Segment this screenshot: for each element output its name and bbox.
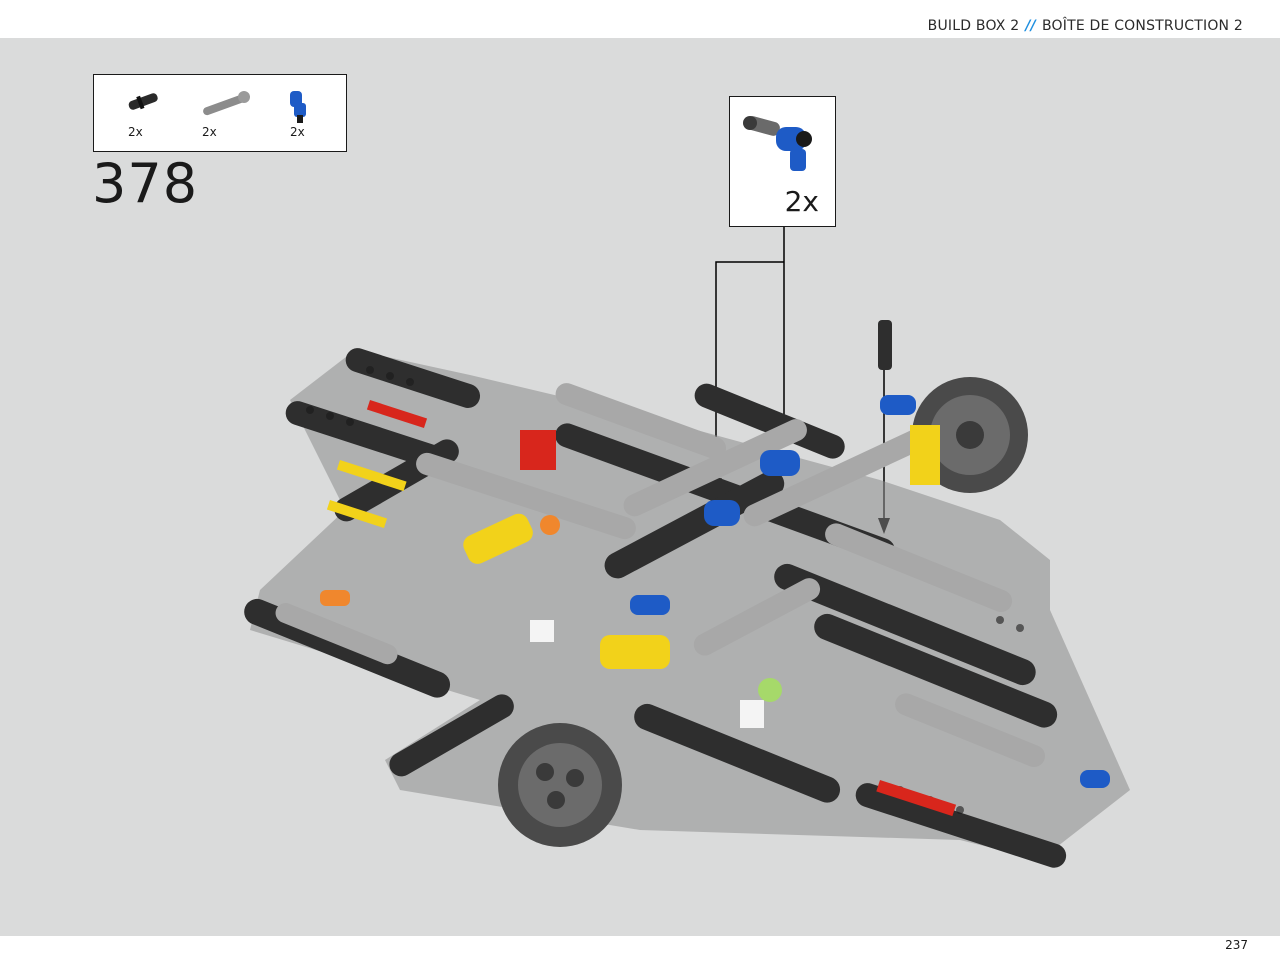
colored-parts	[320, 395, 1110, 817]
page-header: BUILD BOX 2 // BOÎTE DE CONSTRUCTION 2	[0, 0, 1280, 38]
page-footer: 237	[0, 936, 1280, 974]
part-quantity: 2x	[202, 125, 217, 139]
brake-disc-front	[498, 723, 622, 847]
header-title-fr: BOÎTE DE CONSTRUCTION 2	[1041, 18, 1243, 34]
part-item: 2x	[198, 89, 258, 145]
chassis	[244, 348, 1130, 868]
submodel-callout: 2x	[729, 96, 836, 227]
gray-axle-pin-icon	[203, 91, 250, 116]
blue-connector-with-pin-icon	[743, 116, 812, 171]
pin-above-model	[878, 320, 892, 370]
part-item: 2x	[124, 89, 184, 145]
step-number: 378	[92, 152, 199, 215]
parts-list: 2x 2x 2x	[93, 74, 347, 152]
part-quantity: 2x	[128, 125, 143, 139]
callout-quantity: 2x	[784, 185, 819, 218]
page-number: 237	[1225, 938, 1248, 952]
blue-pin-connector-icon	[290, 91, 306, 123]
header-title: BUILD BOX 2 // BOÎTE DE CONSTRUCTION 2	[928, 18, 1243, 34]
header-title-en: BUILD BOX 2	[927, 18, 1020, 34]
brake-disc-rear	[912, 377, 1028, 493]
black-axle-pin-icon	[128, 93, 158, 110]
part-quantity: 2x	[290, 125, 305, 139]
part-item: 2x	[284, 89, 344, 145]
header-separator: //	[1025, 18, 1036, 34]
